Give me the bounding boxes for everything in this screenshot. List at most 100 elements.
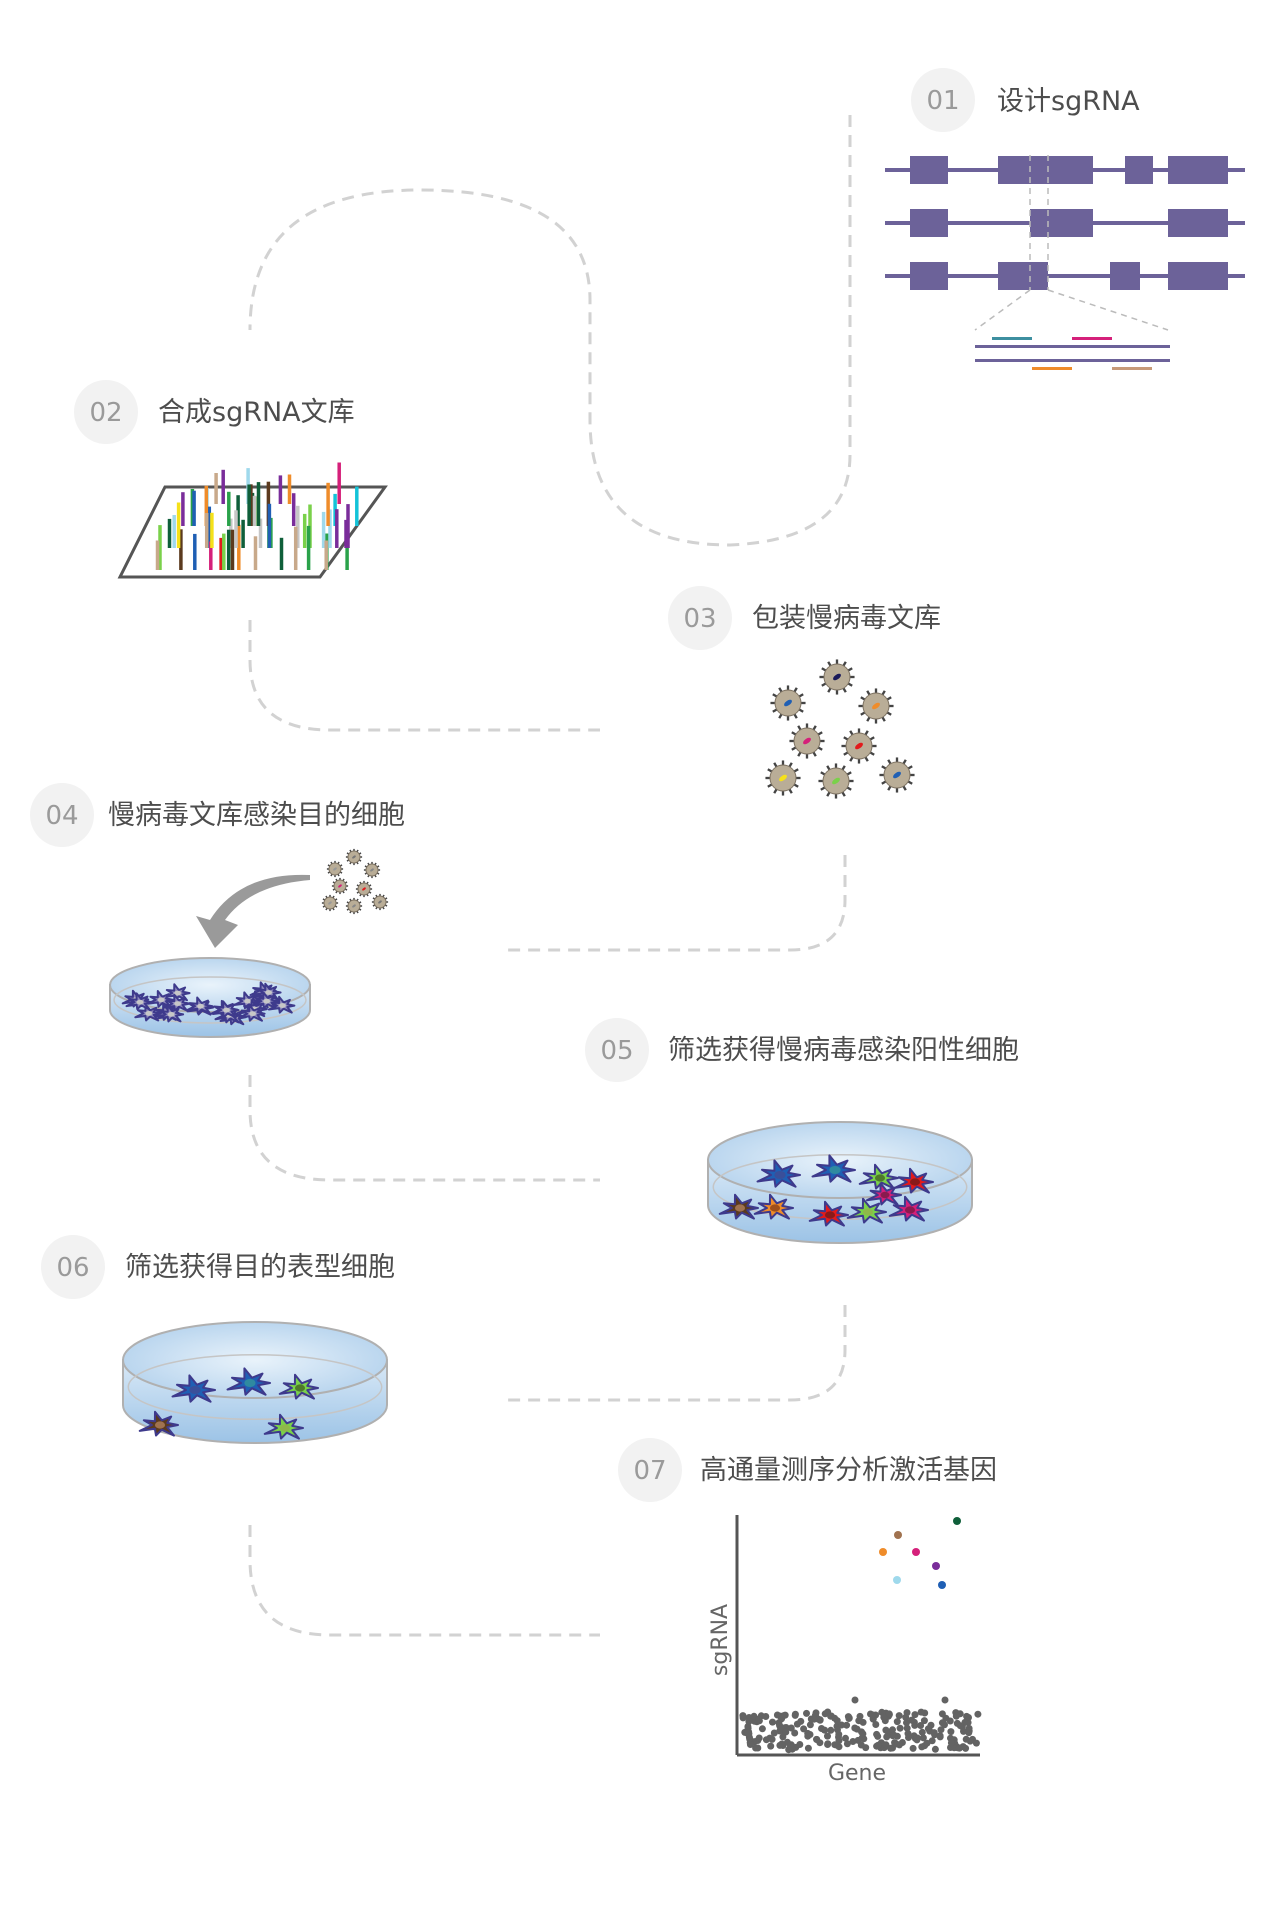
background-dot (857, 1741, 865, 1749)
virus-particle (789, 723, 825, 759)
virus-particle (841, 728, 877, 764)
background-dot (739, 1714, 747, 1722)
background-dot (972, 1739, 980, 1747)
background-dot (783, 1738, 791, 1746)
virus-particle (345, 848, 363, 866)
gene-structure-illustration (885, 155, 1245, 370)
background-dot (917, 1722, 925, 1729)
sgrna-targets (975, 337, 1170, 370)
background-dots (739, 1696, 982, 1754)
background-dot (767, 1742, 775, 1750)
background-dot (955, 1744, 963, 1752)
cell (156, 1004, 185, 1023)
background-dot (824, 1708, 832, 1716)
background-dot (777, 1725, 785, 1733)
background-dot (746, 1741, 754, 1748)
background-dot (904, 1730, 912, 1738)
background-dot (843, 1721, 851, 1729)
virus-particle (818, 763, 854, 799)
background-dot (781, 1711, 789, 1719)
background-dot (762, 1713, 770, 1720)
background-dot (889, 1726, 896, 1734)
background-dot (831, 1741, 839, 1749)
hit-dots (879, 1517, 961, 1589)
step-05: 05 筛选获得慢病毒感染阳性细胞 (585, 1018, 1019, 1082)
background-dot (843, 1740, 851, 1748)
background-dot (887, 1744, 895, 1752)
background-dot (962, 1744, 970, 1752)
background-dot (842, 1734, 849, 1742)
virus-particle (858, 688, 894, 724)
background-dot (831, 1714, 839, 1722)
cell (267, 995, 296, 1014)
background-dot (874, 1732, 882, 1740)
step-label: 慢病毒文库感染目的细胞 (108, 800, 405, 831)
virus-particle (819, 659, 855, 695)
background-dot (911, 1711, 919, 1719)
background-dot (936, 1733, 944, 1741)
background-dot (941, 1696, 949, 1704)
background-dot (810, 1715, 818, 1723)
virus-particle (371, 893, 389, 911)
background-dot (895, 1712, 903, 1720)
background-dot (813, 1735, 820, 1743)
cell (858, 1163, 899, 1190)
step-03: 03 包装慢病毒文库 (668, 586, 941, 650)
background-dot (902, 1713, 910, 1721)
background-dot (804, 1744, 812, 1752)
background-dot (937, 1726, 945, 1734)
background-dot (869, 1711, 876, 1719)
background-dot (874, 1741, 882, 1749)
cell (171, 1374, 216, 1403)
transcript-3 (885, 262, 1245, 290)
step-label: 筛选获得目的表型细胞 (125, 1252, 395, 1283)
cell (866, 1182, 902, 1206)
background-dot (849, 1738, 857, 1745)
cell (753, 1193, 794, 1220)
petri-dish-04 (109, 957, 311, 1038)
step-number: 07 (633, 1456, 666, 1486)
background-dot (917, 1708, 925, 1716)
cell (893, 1167, 934, 1194)
background-dot (880, 1713, 888, 1721)
scatter-plot: Gene sgRNA (708, 1515, 982, 1786)
hit-dot (953, 1517, 961, 1525)
virus-particle (363, 861, 381, 879)
background-dot (956, 1722, 964, 1730)
hit-dot (893, 1576, 901, 1584)
background-dot (913, 1735, 921, 1743)
step-badge (668, 586, 732, 650)
background-dot (946, 1717, 954, 1725)
step-badge (30, 783, 94, 847)
background-dot (851, 1696, 859, 1704)
virus-particle (326, 860, 344, 878)
hit-dot (932, 1562, 940, 1570)
cell (163, 993, 191, 1012)
background-dot (755, 1734, 763, 1742)
dish-rim (707, 1121, 973, 1199)
background-dot (770, 1729, 778, 1737)
background-dot (856, 1712, 864, 1720)
background-dot (796, 1741, 804, 1748)
x-axis-label: Gene (828, 1761, 886, 1786)
background-dot (782, 1728, 790, 1736)
hit-dot (879, 1548, 887, 1556)
background-dot (816, 1716, 824, 1724)
background-dot (758, 1725, 766, 1733)
step-number: 04 (45, 801, 78, 831)
background-dot (824, 1732, 831, 1740)
background-dot (947, 1739, 955, 1747)
cell (263, 1413, 304, 1440)
background-dot (893, 1718, 901, 1726)
cell (238, 1003, 266, 1022)
step-01: 01 设计sgRNA (911, 68, 1140, 132)
background-dot (883, 1733, 891, 1741)
background-dot (827, 1726, 835, 1734)
background-dot (752, 1744, 760, 1752)
background-dot (859, 1730, 867, 1738)
y-axis-label: sgRNA (708, 1604, 733, 1676)
background-dot (965, 1729, 973, 1737)
step-label: 合成sgRNA文库 (158, 397, 355, 428)
background-dot (924, 1725, 932, 1733)
